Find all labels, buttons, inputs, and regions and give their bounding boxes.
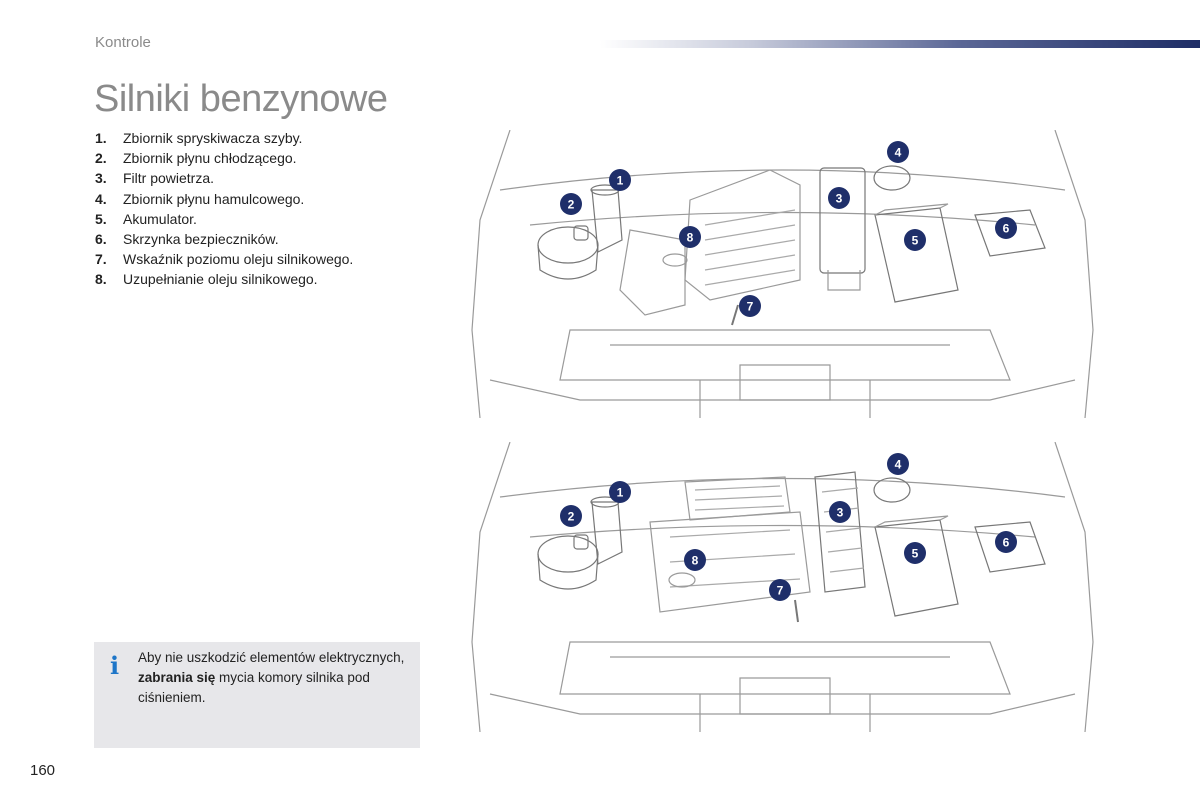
badge-3: 3	[828, 187, 850, 209]
badge-5: 5	[904, 542, 926, 564]
info-box: i Aby nie uszkodzić elementów elektryczn…	[94, 642, 420, 748]
svg-text:5: 5	[912, 547, 919, 561]
badge-5: 5	[904, 229, 926, 251]
info-text-part: Aby nie uszkodzić elementów elektrycznyc…	[138, 650, 405, 665]
brake-fluid-reservoir-part	[873, 165, 911, 191]
list-item: 1. Zbiornik spryskiwacza szyby.	[95, 128, 353, 148]
svg-text:8: 8	[687, 231, 694, 245]
badge-6: 6	[995, 531, 1017, 553]
air-filter-part	[814, 471, 866, 593]
brake-fluid-reservoir-part	[873, 477, 911, 503]
parts-list: 1. Zbiornik spryskiwacza szyby. 2. Zbiorni…	[95, 128, 353, 290]
list-item-label: Skrzynka bezpieczników.	[123, 231, 279, 248]
page-title: Silniki benzynowe	[94, 78, 388, 120]
battery-part	[874, 203, 959, 303]
list-item-label: Wskaźnik poziomu oleju silnikowego.	[123, 251, 354, 268]
list-item: 4. Zbiornik płynu hamulcowego.	[95, 189, 353, 209]
badge-1: 1	[609, 481, 631, 503]
air-filter-part	[819, 167, 866, 291]
section-label: Kontrole	[95, 34, 151, 51]
badge-2: 2	[560, 505, 582, 527]
part-badges: 1 2 3 4 5 6 7 8	[560, 453, 1017, 601]
list-item: 7. Wskaźnik poziomu oleju silnikowego.	[95, 249, 353, 269]
engine-block-part	[619, 169, 801, 316]
info-icon: i	[110, 651, 120, 680]
svg-text:8: 8	[692, 554, 699, 568]
svg-text:5: 5	[912, 234, 919, 248]
dipstick-part	[731, 304, 739, 326]
svg-text:7: 7	[747, 300, 754, 314]
coolant-reservoir-part	[537, 225, 599, 280]
svg-text:1: 1	[617, 486, 624, 500]
list-item-number: 6.	[95, 231, 107, 248]
svg-text:4: 4	[895, 458, 902, 472]
info-text-part: mycia komory silnika pod ciśnieniem.	[138, 670, 370, 705]
battery-part	[874, 515, 959, 617]
list-item-label: Zbiornik spryskiwacza szyby.	[123, 130, 303, 146]
list-item-number: 4.	[95, 190, 107, 207]
info-text: Aby nie uszkodzić elementów elektrycznyc…	[138, 648, 408, 708]
list-item-label: Uzupełnianie oleju silnikowego.	[123, 271, 318, 288]
list-item: 3. Filtr powietrza.	[95, 168, 353, 188]
list-item-number: 8.	[95, 271, 107, 288]
list-item-number: 1.	[95, 130, 107, 146]
coolant-reservoir-part	[537, 534, 599, 590]
badge-7: 7	[769, 579, 791, 601]
svg-text:6: 6	[1003, 222, 1010, 236]
list-item-label: Zbiornik płynu hamulcowego.	[123, 190, 305, 207]
page-number: 160	[30, 762, 56, 779]
badge-1: 1	[609, 169, 631, 191]
engine-diagram-top: 1 2 3 4 5 6 7 8	[471, 130, 1094, 418]
list-item-label: Zbiornik płynu chłodzącego.	[123, 150, 297, 167]
svg-text:2: 2	[568, 510, 575, 524]
svg-text:4: 4	[895, 146, 902, 160]
svg-text:3: 3	[836, 192, 843, 206]
part-badges: 1 2 3 4 5 6 7 8	[560, 141, 1017, 317]
list-item-number: 3.	[95, 170, 107, 187]
badge-4: 4	[887, 141, 909, 163]
badge-8: 8	[679, 226, 701, 248]
fuse-box-part	[974, 209, 1046, 257]
svg-text:7: 7	[777, 584, 784, 598]
info-text-bold: zabrania się	[138, 670, 216, 685]
list-item: 5. Akumulator.	[95, 209, 353, 229]
badge-2: 2	[560, 193, 582, 215]
dipstick-part	[794, 599, 799, 623]
list-item: 6. Skrzynka bezpieczników.	[95, 229, 353, 249]
list-item-label: Filtr powietrza.	[123, 170, 215, 187]
svg-text:1: 1	[617, 174, 624, 188]
list-item-number: 5.	[95, 210, 107, 227]
badge-6: 6	[995, 217, 1017, 239]
badge-4: 4	[887, 453, 909, 475]
list-item-label: Akumulator.	[123, 210, 197, 227]
badge-7: 7	[739, 295, 761, 317]
fuse-box-part	[974, 521, 1046, 573]
badge-3: 3	[829, 501, 851, 523]
list-item-number: 7.	[95, 251, 107, 268]
list-item: 2. Zbiornik płynu chłodzącego.	[95, 148, 353, 168]
svg-text:3: 3	[837, 506, 844, 520]
engine-bay-outline	[471, 442, 1094, 732]
header-gradient-bar	[600, 40, 1200, 48]
list-item-number: 2.	[95, 150, 107, 167]
list-item: 8. Uzupełnianie oleju silnikowego.	[95, 269, 353, 289]
svg-text:2: 2	[568, 198, 575, 212]
badge-8: 8	[684, 549, 706, 571]
engine-bay-outline	[471, 130, 1094, 418]
svg-text:6: 6	[1003, 536, 1010, 550]
engine-diagram-bottom: 1 2 3 4 5 6 7 8	[471, 442, 1094, 732]
